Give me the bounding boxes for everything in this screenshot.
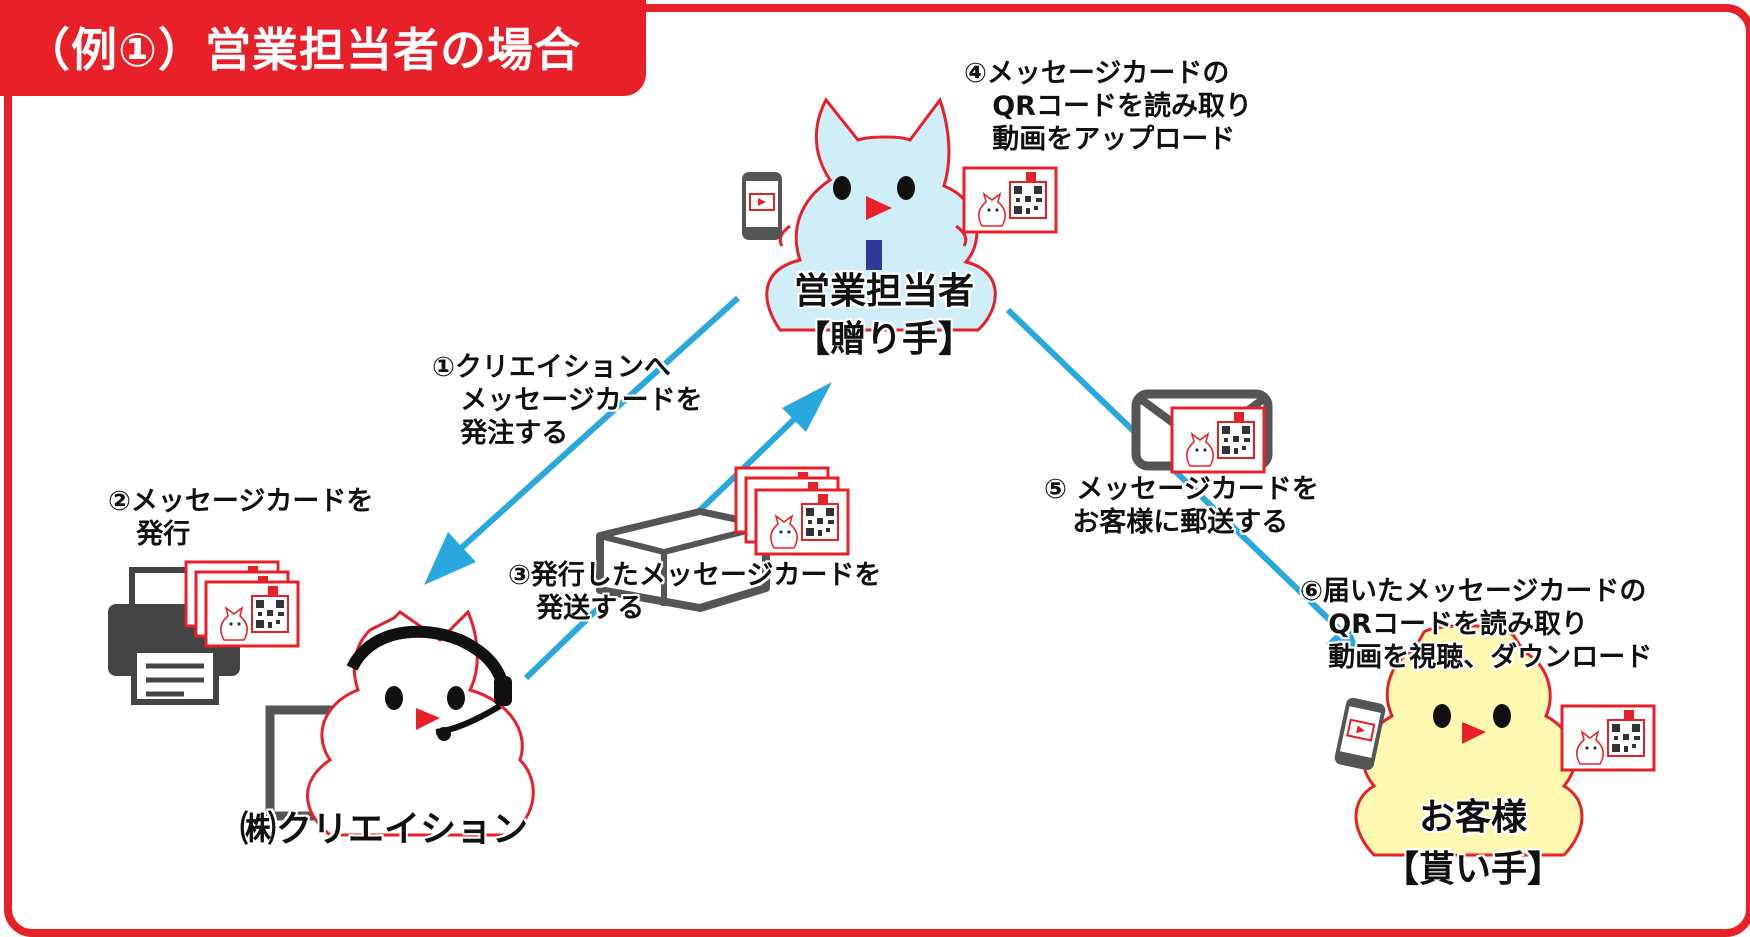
smartphone-icon <box>741 171 783 241</box>
message-card-icon <box>1170 406 1266 474</box>
message-card-icon <box>962 166 1058 234</box>
customer-role: 【貰い手】 <box>1382 849 1563 890</box>
customer-name: お客様 <box>1418 797 1527 838</box>
customer-mascot-icon <box>1354 624 1584 857</box>
arrow-order <box>445 295 741 563</box>
company-name: ㈱クリエイション <box>240 809 529 850</box>
step-5-label: ⑤ メッセージカードを お客様に郵送する <box>1044 474 1319 538</box>
step-3-label: ③発行したメッセージカードを 発送する <box>508 560 882 624</box>
message-card-icon <box>1560 704 1656 772</box>
headset-icon <box>346 625 510 692</box>
step-1-label: ①クリエイションへ メッセージカードを 発注する <box>432 352 703 449</box>
step-4-label: ④メッセージカードの QRコードを読み取り 動画をアップロード <box>964 58 1252 155</box>
message-card-icon <box>204 580 300 648</box>
box-icon <box>596 508 770 612</box>
sales-name: 営業担当者 <box>793 271 974 312</box>
sales-role: 【贈り手】 <box>793 319 974 360</box>
operator-mascot-icon <box>306 609 535 837</box>
page-title: （例①）営業担当者の場合 <box>24 23 581 77</box>
step-2-label: ②メッセージカードを 発行 <box>108 486 374 550</box>
step-6-label: ⑥届いたメッセージカードの QRコードを読み取り 動画を視聴、ダウンロード <box>1300 576 1653 673</box>
title-banner: （例①）営業担当者の場合 <box>0 0 646 96</box>
message-card-icon <box>754 488 850 556</box>
sales-mascot-icon <box>765 96 997 332</box>
